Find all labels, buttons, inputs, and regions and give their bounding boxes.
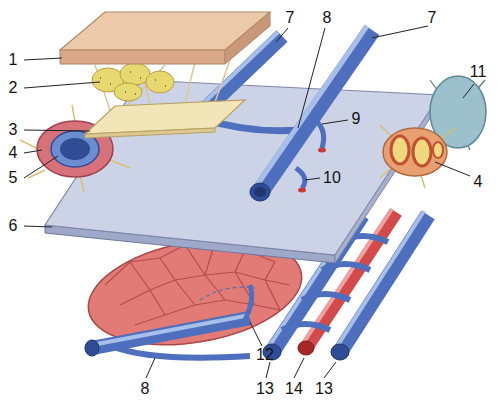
fat-lobule [146,71,174,93]
callout-number: 6 [9,218,18,234]
skin-edge [60,50,225,64]
callout-number: 2 [9,80,18,96]
perforation-hole [298,188,306,193]
vessel-branch [245,285,252,320]
callout-number: 13 [256,381,274,397]
leader-lines [24,26,474,378]
vessel-lumen [60,138,90,160]
vein-tube [260,30,372,192]
leader-line [324,362,336,378]
perforating-vein [296,168,305,188]
callout-number: 3 [9,122,18,138]
vein-highlight [92,315,250,345]
muscle-capillary [200,287,255,300]
leader-line [276,28,288,42]
leader-line [435,162,470,176]
vein-end [85,340,99,356]
callout-number: 4 [9,145,18,161]
vein-lumen [254,187,266,197]
fascia-sheet [85,100,245,134]
leader-line [146,358,155,378]
callout-number: 8 [141,381,150,397]
leader-line [24,82,100,88]
callout-number: 4 [474,174,483,190]
vein-highlight [255,26,367,188]
nerve-strands [380,125,455,188]
callout-number: 1 [9,52,18,68]
leader-line [250,322,262,346]
perforating-vein [312,118,324,148]
leader-line [266,362,270,378]
skin-side [225,12,270,64]
callout-number: 7 [428,10,437,26]
fat-lobule [120,63,150,85]
leader-line [322,120,348,124]
callout-number: 11 [470,64,487,80]
fascicle [391,136,409,164]
fascicle [433,142,443,158]
leader-line [305,178,320,180]
nerve-sheath [383,128,447,176]
artery-end [298,341,314,355]
leader-line [298,28,325,128]
leader-line [24,130,90,131]
callout-number: 7 [286,10,295,26]
vein-tube [92,318,250,348]
skin [60,12,270,64]
vein-branch [112,346,250,358]
callout-number: 9 [352,111,361,127]
fascia-edge [85,128,215,138]
leader-line [372,26,428,38]
leader-line [463,84,474,98]
fascia-side [335,95,440,263]
vein-end [331,344,349,360]
leader-line [294,358,304,378]
vein-end [250,183,270,201]
fat-lobule [114,83,142,101]
nerve [380,125,455,188]
fascicle [413,138,431,166]
leader-line [24,58,62,60]
superficial-fascia [85,60,245,138]
callout-number: 13 [315,381,333,397]
leader-line [24,150,42,153]
callout-number: 8 [323,10,332,26]
bottom-vessel [85,285,252,358]
callout-number: 5 [9,170,18,186]
callout-number: 14 [285,381,303,397]
leader-line [24,226,52,227]
callout-number: 10 [323,170,341,186]
fat-dots [100,72,166,94]
leader-line [24,156,58,178]
fat-lobules [92,63,174,101]
perforation-hole [318,148,326,153]
deep-fascia [45,80,440,263]
callout-number: 12 [256,347,274,363]
